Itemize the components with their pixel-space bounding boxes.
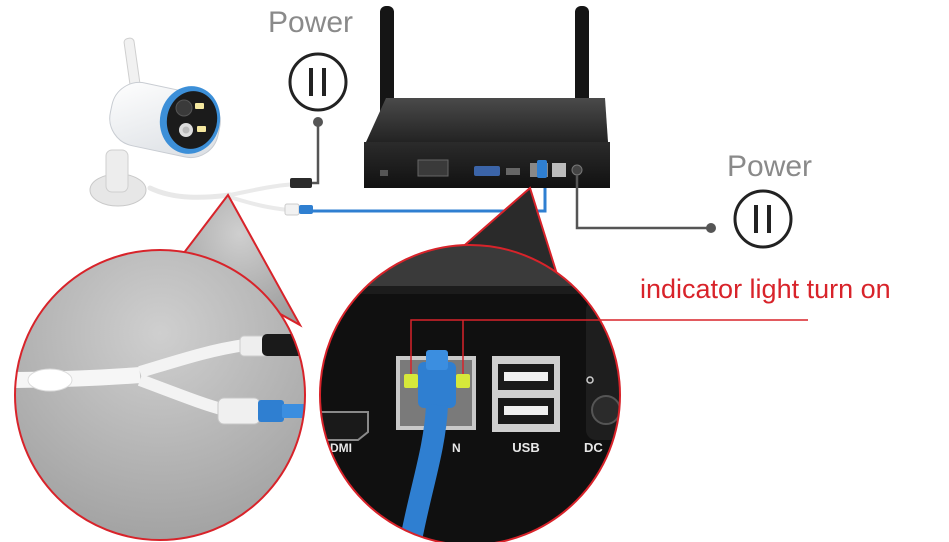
lan-port-label: N <box>452 441 461 455</box>
nvr-power-line <box>575 175 716 233</box>
nvr-recorder-icon <box>364 6 610 188</box>
usb-port-label: USB <box>512 440 539 455</box>
hdmi-port-label: DMI <box>330 441 352 455</box>
power-label-right: Power <box>727 150 813 183</box>
camera-power-line <box>312 117 323 185</box>
wifi-bullet-camera-icon <box>89 37 221 207</box>
camera-cable-split <box>147 178 313 216</box>
indicator-light-label: indicator light turn on <box>640 274 891 304</box>
power-outlet-icon <box>288 52 348 112</box>
link-indicator-led <box>404 374 418 388</box>
dc-port-label: DC <box>584 440 603 455</box>
power-outlet-icon <box>733 189 793 249</box>
cable-zoom-callout <box>14 193 306 541</box>
activity-indicator-led <box>456 374 470 388</box>
power-label-left: Power <box>268 6 354 39</box>
network-cable <box>313 180 547 213</box>
indicator-leader-lines <box>410 319 808 374</box>
port-zoom-callout: USB DC DMI N <box>319 186 621 542</box>
